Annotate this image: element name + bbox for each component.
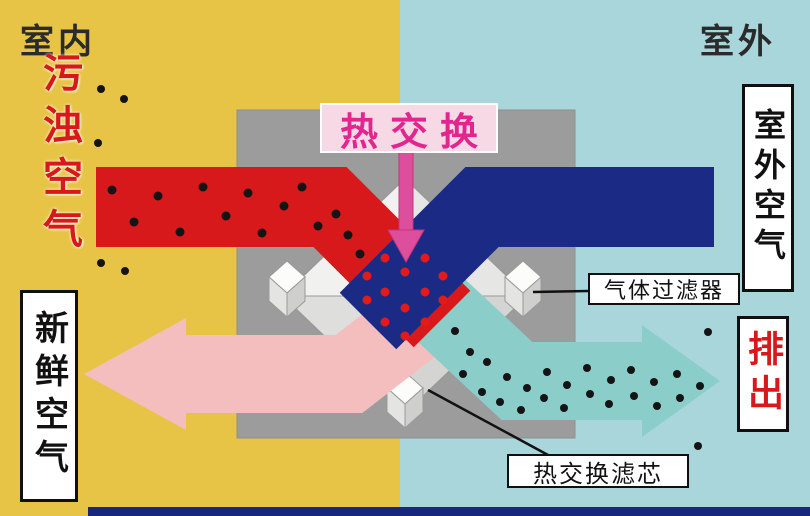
heat-exchange-pointer-arrow xyxy=(387,149,425,264)
gas-filter-cube xyxy=(504,260,542,319)
gas-filter-label-box: 气体过滤器 xyxy=(588,273,740,305)
heat-exchange-label: 热交换 xyxy=(339,111,490,154)
heat-exchange-label-box: 热交换 xyxy=(320,103,498,154)
gas-filter-pointer-line xyxy=(532,289,589,294)
polluted-air-label: 污浊空气 xyxy=(37,52,81,260)
outdoor-air-arrow xyxy=(339,167,714,350)
outdoor-region-label: 室外 xyxy=(700,23,776,61)
gas-filter-label: 气体过滤器 xyxy=(603,278,724,303)
heat-exchange-core-label-box: 热交换滤芯 xyxy=(507,454,689,488)
core-filter-pointer-line xyxy=(427,388,549,457)
indoor-region-label: 室内 xyxy=(20,23,96,61)
bottom-strip xyxy=(88,507,810,516)
exhaust-label: 排出 xyxy=(743,330,784,418)
fresh-air-label: 新鲜空气 xyxy=(29,310,68,482)
background-particles-left xyxy=(94,85,129,275)
outdoor-air-label: 室外空气 xyxy=(750,108,786,268)
exhaust-label-box: 排出 xyxy=(737,316,789,432)
exhaust-particles xyxy=(451,327,712,450)
core-corner-cube-left xyxy=(268,260,306,319)
exhaust-air-arrow xyxy=(401,269,720,437)
fresh-air-label-box: 新鲜空气 xyxy=(20,290,78,502)
heat-exchange-core-label: 热交换滤芯 xyxy=(533,460,663,488)
outdoor-air-label-box: 室外空气 xyxy=(742,84,794,292)
